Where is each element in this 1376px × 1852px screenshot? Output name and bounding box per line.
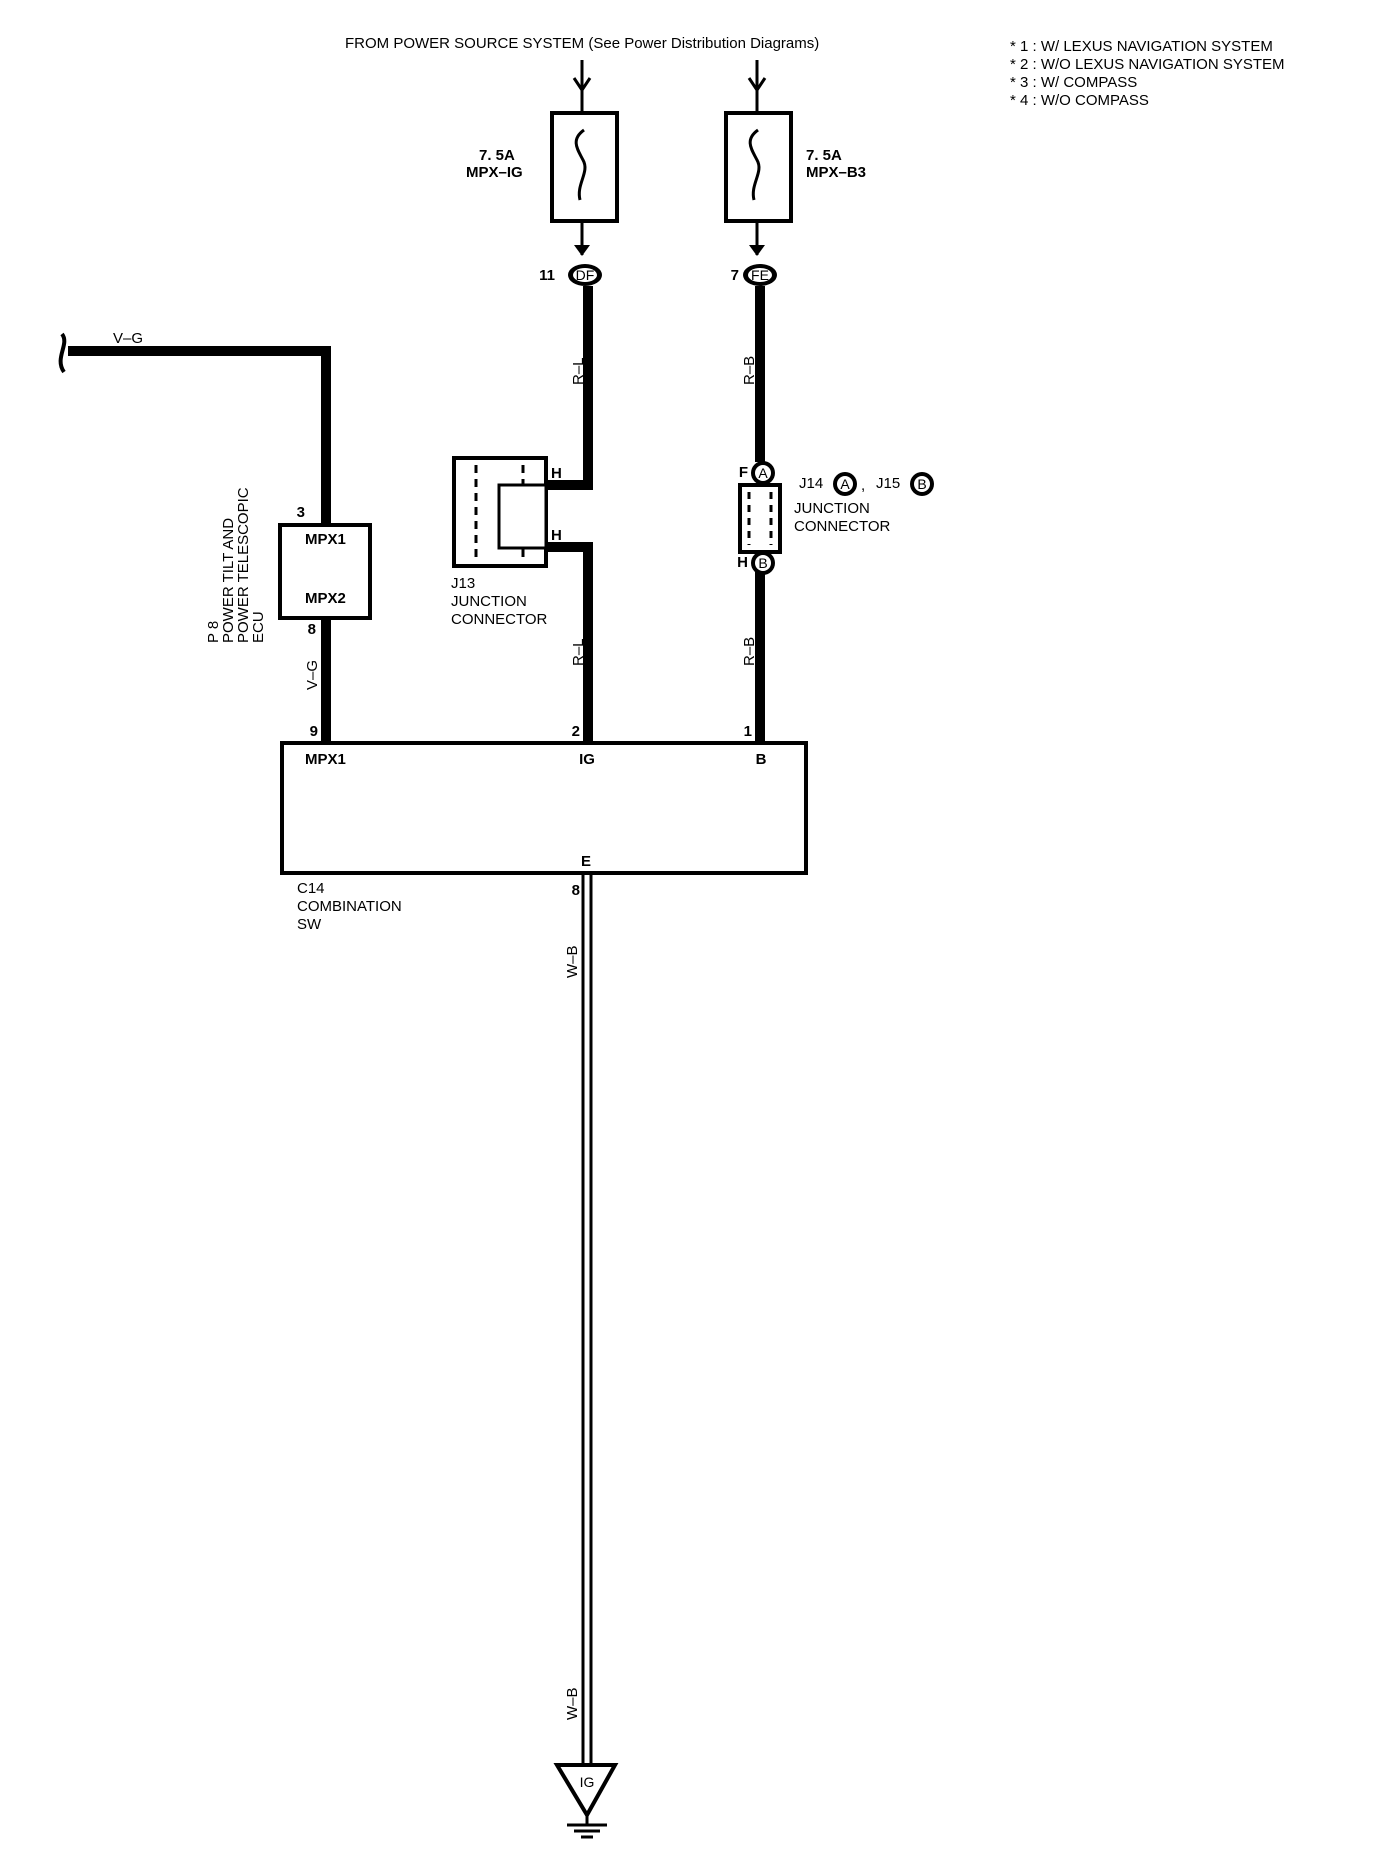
connector-pin: 11 bbox=[539, 267, 555, 284]
j13-pin-bottom: H bbox=[551, 527, 562, 544]
sw-terminal-b: B bbox=[756, 751, 767, 768]
sw-pin-ig: 2 bbox=[572, 723, 580, 740]
svg-text:POWER TILT AND: POWER TILT AND bbox=[220, 518, 237, 643]
connector-code: FE bbox=[751, 267, 769, 283]
note-1: * 1 : W/ LEXUS NAVIGATION SYSTEM bbox=[1010, 38, 1273, 55]
wire-label-rl-lower: R–L bbox=[570, 638, 587, 666]
j13-inner bbox=[497, 483, 548, 550]
arrow-down-icon bbox=[749, 245, 765, 256]
svg-text:POWER TELESCOPIC: POWER TELESCOPIC bbox=[235, 487, 252, 643]
fuse-element-icon bbox=[748, 128, 761, 201]
j13-label-1: J13 bbox=[451, 575, 475, 592]
wire-rl-upper bbox=[546, 286, 593, 490]
sw-pin-mpx1: 9 bbox=[310, 723, 318, 740]
j14-pin-bottom-code: B bbox=[758, 555, 767, 571]
ecu-label: P 8 POWER TILT AND POWER TELESCOPIC ECU bbox=[205, 487, 267, 643]
sw-label-2: COMBINATION bbox=[297, 898, 402, 915]
arrow-down-icon bbox=[574, 245, 590, 256]
note-4: * 4 : W/O COMPASS bbox=[1010, 92, 1149, 109]
ecu-p8: 3 MPX1 MPX2 8 P 8 POWER TILT AND POWER T… bbox=[205, 487, 372, 643]
j14-ref-name: J14 bbox=[799, 475, 823, 492]
wire-label-vg: V–G bbox=[113, 330, 143, 347]
fuse-name: MPX–IG bbox=[466, 164, 523, 181]
arrow-down-icon bbox=[572, 77, 592, 93]
source-header: FROM POWER SOURCE SYSTEM (See Power Dist… bbox=[345, 35, 819, 52]
sw-pin-b: 1 bbox=[744, 723, 752, 740]
sw-pin-ground: 8 bbox=[572, 882, 580, 899]
arrow-down-icon bbox=[747, 77, 767, 93]
notes-legend: * 1 : W/ LEXUS NAVIGATION SYSTEM * 2 : W… bbox=[1010, 38, 1285, 109]
fuse-mpx-ig: 7. 5A MPX–IG bbox=[466, 60, 619, 256]
sw-terminal-e: E bbox=[581, 853, 591, 870]
svg-text:P 8: P 8 bbox=[205, 621, 222, 643]
svg-text:ECU: ECU bbox=[250, 611, 267, 643]
sw-terminal-mpx1: MPX1 bbox=[305, 751, 346, 768]
ground-triangle-icon bbox=[553, 1763, 619, 1819]
junction-connector-j14-j15: A F B H J14 A , J15 B JUNCTION CONNECTOR bbox=[737, 461, 934, 575]
fuse-rating: 7. 5A bbox=[479, 147, 515, 164]
fuse-name: MPX–B3 bbox=[806, 164, 866, 181]
ecu-box bbox=[278, 523, 372, 620]
j13-label-3: CONNECTOR bbox=[451, 611, 548, 628]
j14-label-1: JUNCTION bbox=[794, 500, 870, 517]
wire-break-icon bbox=[58, 332, 67, 374]
j15-ref-code: B bbox=[917, 476, 926, 492]
ref-separator: , bbox=[861, 477, 865, 494]
sw-label-3: SW bbox=[297, 916, 322, 933]
wire-rl-lower bbox=[546, 542, 593, 743]
wire-wb-ground bbox=[581, 875, 593, 1765]
connector-df: DF 11 bbox=[539, 264, 602, 286]
j15-ref-name: J15 bbox=[876, 475, 900, 492]
fuse-mpx-b3: 7. 5A MPX–B3 bbox=[724, 60, 866, 256]
j14-box bbox=[738, 483, 782, 554]
connector-pin: 7 bbox=[731, 267, 739, 284]
ecu-terminal-bottom: MPX2 bbox=[305, 590, 346, 607]
wire-label-rl: R–L bbox=[570, 357, 587, 385]
ecu-pin-top: 3 bbox=[297, 504, 305, 521]
wire-label-rb: R–B bbox=[741, 356, 758, 385]
j14-pin-top-code: A bbox=[758, 465, 768, 481]
combination-switch-c14: 9 MPX1 2 IG 1 B E 8 C14 COMBINATION SW bbox=[280, 723, 808, 933]
j14-ref-code: A bbox=[840, 476, 850, 492]
sw-terminal-ig: IG bbox=[579, 751, 595, 768]
j14-pin-top-letter: F bbox=[739, 464, 748, 481]
note-3: * 3 : W/ COMPASS bbox=[1010, 74, 1137, 91]
ecu-terminal-top: MPX1 bbox=[305, 531, 346, 548]
junction-connector-j13: H H J13 JUNCTION CONNECTOR bbox=[451, 456, 562, 628]
ecu-pin-bottom: 8 bbox=[308, 621, 316, 638]
j14-pin-bottom-letter: H bbox=[737, 554, 748, 571]
sw-label-1: C14 bbox=[297, 880, 325, 897]
j14-label-2: CONNECTOR bbox=[794, 518, 891, 535]
j13-pin-top: H bbox=[551, 465, 562, 482]
connector-code: DF bbox=[576, 267, 595, 283]
j13-label-2: JUNCTION bbox=[451, 593, 527, 610]
note-2: * 2 : W/O LEXUS NAVIGATION SYSTEM bbox=[1010, 56, 1285, 73]
fuse-element-icon bbox=[574, 128, 587, 201]
wire-label-vg-lower: V–G bbox=[304, 660, 321, 690]
wire-label-wb: W–B bbox=[564, 945, 581, 978]
connector-fe: FE 7 bbox=[731, 264, 777, 286]
wire-label-wb-lower: W–B bbox=[564, 1687, 581, 1720]
combination-sw-box bbox=[280, 741, 808, 875]
wire-harness bbox=[68, 286, 765, 743]
ground-code: IG bbox=[580, 1774, 595, 1790]
ground-point: IG bbox=[553, 1763, 619, 1839]
wire-vg-left bbox=[68, 346, 331, 525]
wire-label-rb-lower: R–B bbox=[741, 637, 758, 666]
fuse-rating: 7. 5A bbox=[806, 147, 842, 164]
